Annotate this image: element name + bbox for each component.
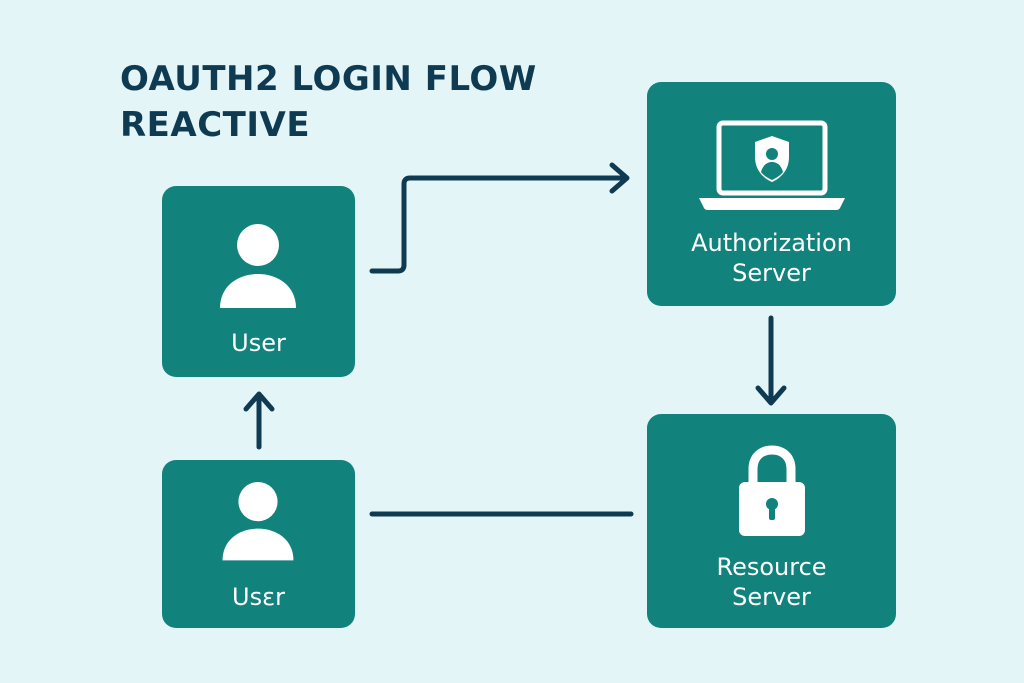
- diagram-title-line-2: REACTIVE: [120, 105, 311, 145]
- resource-label-line-1: Resource: [716, 553, 827, 581]
- arrowhead-authorization: [609, 162, 630, 194]
- diagram-title: OAUTH2 LOGIN FLOW REACTIVE: [120, 56, 537, 148]
- user-icon: [220, 224, 296, 308]
- node-user-top: User: [162, 186, 355, 377]
- resource-label-line-2: Server: [732, 583, 811, 611]
- padlock-icon: [739, 445, 805, 536]
- node-resource-server-label: Resource Server: [647, 552, 896, 612]
- authorization-label-line-1: Authorization: [691, 229, 852, 257]
- authorization-label-line-2: Server: [732, 259, 811, 287]
- node-user-top-label: User: [231, 329, 286, 357]
- arrowhead-user-top: [243, 391, 275, 412]
- node-user-bottom: Usεr: [162, 460, 355, 628]
- arrowhead-resource: [755, 385, 787, 406]
- node-resource-server: Resource Server: [647, 414, 896, 628]
- node-user-bottom-label: Usεr: [232, 583, 285, 611]
- user-icon: [222, 482, 294, 561]
- laptop-shield-icon: [699, 120, 845, 210]
- edge-user-to-authorization: [369, 175, 629, 274]
- node-authorization-server: Authorization Server: [647, 82, 896, 306]
- diagram-title-line-1: OAUTH2 LOGIN FLOW: [120, 59, 537, 99]
- node-authorization-server-label: Authorization Server: [647, 228, 896, 288]
